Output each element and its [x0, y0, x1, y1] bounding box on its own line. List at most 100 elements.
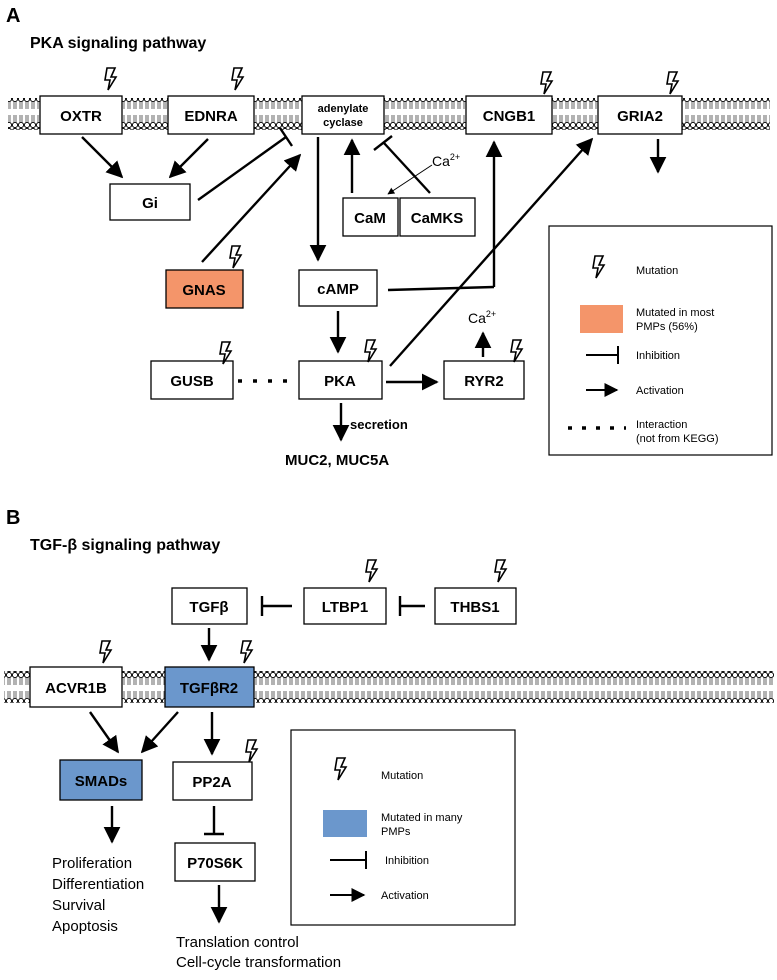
legend-a-mutated-label-1: Mutated in most	[636, 307, 714, 319]
legend-b-activation-label: Activation	[381, 890, 429, 902]
legend-a-interaction-label-2: (not from KEGG)	[636, 433, 719, 445]
legend-b: Mutation Mutated in many PMPs Inhibition…	[290, 729, 516, 926]
node-gusb: GUSB	[150, 360, 234, 400]
node-camks-label: CaMKS	[411, 210, 464, 227]
node-thbs1: THBS1	[434, 587, 517, 625]
legend-b-mutation-label: Mutation	[381, 770, 423, 782]
legend-a-mutated-swatch	[580, 305, 623, 333]
node-tgfbr2-label: TGFβR2	[180, 680, 238, 697]
legend-a-mutated-label-2: PMPs (56%)	[636, 321, 698, 333]
panel-b-title: TGF-β signaling pathway	[30, 537, 220, 554]
node-cngb1-label: CNGB1	[483, 108, 536, 125]
panel-a-title: PKA signaling pathway	[30, 35, 206, 52]
ca-label-2: Ca2+	[468, 309, 496, 326]
legend-a-interaction-label-1: Interaction	[636, 419, 687, 431]
legend-a-inhibition-label: Inhibition	[636, 350, 680, 362]
mutation-bolt-icon-tgfbr2	[240, 640, 253, 664]
node-ednra: EDNRA	[167, 95, 255, 135]
node-ryr2: RYR2	[443, 360, 525, 400]
node-tgfb-label: TGFβ	[189, 599, 228, 616]
edge-oxtr-gi	[81, 136, 124, 179]
mutation-bolt-icon-cngb1	[540, 71, 553, 95]
mutation-bolt-icon-ednra	[231, 67, 244, 91]
edge-tgfbr2-smads	[140, 711, 179, 754]
node-ltbp1-label: LTBP1	[322, 599, 368, 616]
ca-label-1: Ca2+	[432, 152, 460, 169]
node-ednra-label: EDNRA	[184, 108, 238, 125]
mutation-bolt-icon-gnas	[229, 245, 242, 269]
node-cam: CaM	[342, 197, 399, 237]
cell-membrane-b	[4, 671, 774, 703]
legend-a: Mutation Mutated in most PMPs (56%) Inhi…	[548, 225, 773, 456]
legend-a-mutation-label: Mutation	[636, 265, 678, 277]
edge-pka-gria2	[389, 137, 594, 367]
edge-pp2a-inhibits-p70s6k	[204, 806, 224, 836]
edge-gi-inhibits-adenylate	[197, 127, 293, 201]
mutation-bolt-icon-gria2	[666, 71, 679, 95]
node-oxtr: OXTR	[39, 95, 123, 135]
node-ryr2-label: RYR2	[464, 373, 503, 390]
node-pka: PKA	[298, 360, 383, 400]
legend-b-mutated-label-2: PMPs	[381, 826, 411, 838]
mutation-bolt-icon-ryr2	[510, 339, 523, 363]
edge-ca-cam	[387, 164, 433, 195]
node-gria2-label: GRIA2	[617, 108, 663, 125]
node-gusb-label: GUSB	[170, 373, 214, 390]
secretion-label: secretion	[350, 417, 408, 432]
node-smads-label: SMADs	[75, 773, 128, 790]
node-gnas-label: GNAS	[182, 282, 225, 299]
edge-acvr1b-smads	[89, 711, 119, 754]
edge-ednra-gi	[168, 138, 209, 179]
products-label: MUC2, MUC5A	[285, 452, 389, 469]
edge-gnas-adenylate	[201, 153, 302, 263]
edge-thbs1-inhibits-ltbp1	[398, 596, 425, 616]
edge-camp-cngb1-h	[387, 285, 495, 292]
node-acvr1b: ACVR1B	[29, 666, 123, 708]
legend-a-inhibition-icon	[586, 346, 619, 364]
p70-outcome-2: Cell-cycle transformation	[176, 954, 341, 971]
edge-camks-inhibits-adenylate	[373, 135, 431, 194]
node-gnas: GNAS	[165, 269, 244, 309]
node-thbs1-label: THBS1	[450, 599, 499, 616]
mutation-bolt-icon-acvr1b	[99, 640, 112, 664]
legend-b-mutated-label-1: Mutated in many	[381, 812, 463, 824]
panel-a-letter: A	[6, 5, 20, 27]
smad-outcome-1: Proliferation	[52, 855, 132, 872]
smad-outcome-2: Differentiation	[52, 876, 144, 893]
node-tgfb: TGFβ	[171, 587, 248, 625]
legend-b-inhibition-icon	[330, 851, 367, 869]
mutation-bolt-icon-thbs1	[494, 559, 507, 583]
node-oxtr-label: OXTR	[60, 108, 102, 125]
node-camp: cAMP	[298, 269, 378, 307]
legend-b-inhibition-label: Inhibition	[385, 855, 429, 867]
panel-b-letter: B	[6, 507, 20, 529]
node-camp-label: cAMP	[317, 281, 359, 298]
mutation-bolt-icon-pp2a	[245, 739, 258, 763]
node-pp2a-label: PP2A	[192, 774, 231, 791]
node-adenylate-cyclase-label-1: adenylate	[318, 103, 369, 115]
legend-b-mutated-swatch	[323, 810, 367, 837]
mutation-bolt-icon-oxtr	[104, 67, 117, 91]
p70-outcome-1: Translation control	[176, 934, 299, 951]
smad-outcome-4: Apoptosis	[52, 918, 118, 935]
node-cam-label: CaM	[354, 210, 386, 227]
node-acvr1b-label: ACVR1B	[45, 680, 107, 697]
node-adenylate-cyclase-label-2: cyclase	[323, 117, 363, 129]
legend-a-activation-label: Activation	[636, 385, 684, 397]
node-ltbp1: LTBP1	[303, 587, 387, 625]
smad-outcome-3: Survival	[52, 897, 105, 914]
node-cngb1: CNGB1	[465, 95, 553, 135]
node-gi-label: Gi	[142, 195, 158, 212]
node-tgfbr2: TGFβR2	[164, 666, 255, 708]
node-p70s6k: P70S6K	[174, 842, 256, 882]
node-pp2a: PP2A	[172, 761, 253, 801]
node-adenylate-cyclase: adenylate cyclase	[301, 95, 385, 135]
node-gria2: GRIA2	[597, 95, 683, 135]
node-gi: Gi	[109, 183, 191, 221]
mutation-bolt-icon-ltbp1	[365, 559, 378, 583]
node-smads: SMADs	[59, 759, 143, 801]
node-p70s6k-label: P70S6K	[187, 855, 243, 872]
edge-ltbp1-inhibits-tgfb	[260, 596, 292, 616]
